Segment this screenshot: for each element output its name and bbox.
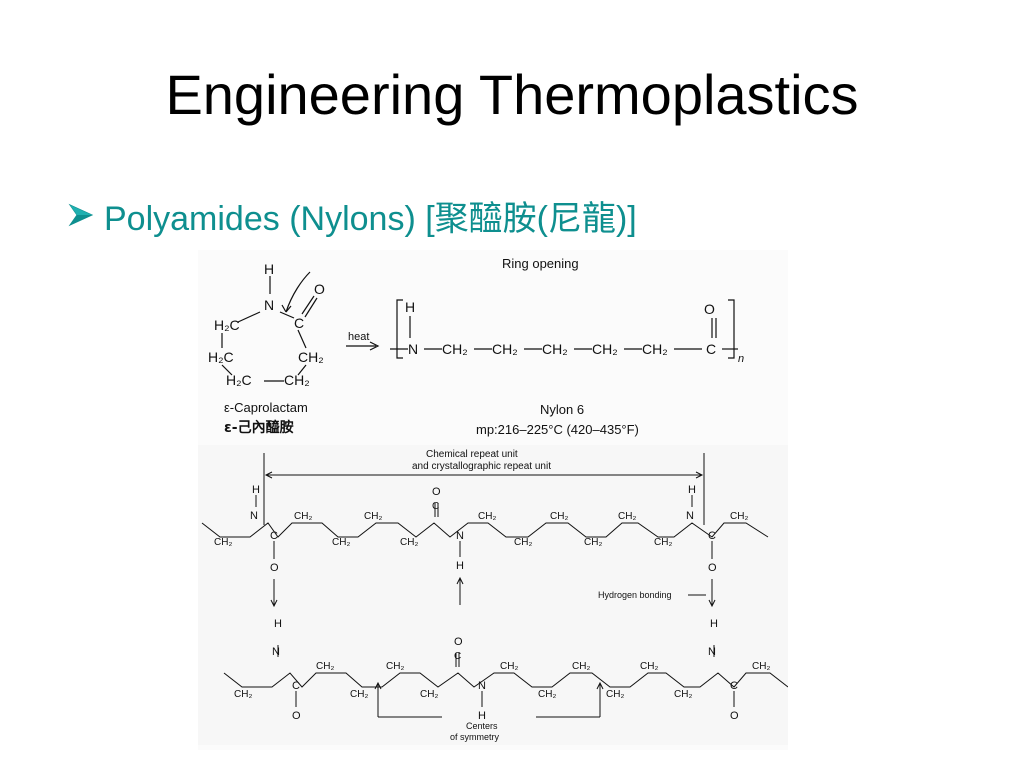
- svg-text:C: C: [432, 501, 439, 512]
- svg-text:H: H: [405, 299, 415, 315]
- svg-text:N: N: [456, 530, 464, 542]
- svg-text:CH₂: CH₂: [420, 689, 438, 700]
- svg-text:H: H: [274, 618, 282, 630]
- arrow-bullet-icon: [68, 203, 94, 227]
- svg-text:CH₂: CH₂: [442, 341, 468, 357]
- svg-text:CH₂: CH₂: [350, 689, 368, 700]
- nylon-structure-figure: Ring opening H N C O H₂C H₂C CH₂ H₂C CH₂…: [198, 250, 788, 750]
- hydrogen-bonding-diagram: Chemical repeat unit and crystallographi…: [201, 449, 788, 742]
- svg-text:CH₂: CH₂: [606, 689, 624, 700]
- svg-text:N: N: [408, 341, 418, 357]
- svg-text:C: C: [270, 530, 278, 542]
- svg-text:CH₂: CH₂: [550, 511, 568, 522]
- product-name: Nylon 6: [540, 402, 584, 417]
- svg-text:CH₂: CH₂: [298, 349, 324, 365]
- svg-text:C: C: [730, 680, 738, 692]
- svg-text:C: C: [294, 315, 304, 331]
- svg-text:O: O: [708, 562, 717, 574]
- svg-text:CH₂: CH₂: [730, 511, 748, 522]
- svg-text:CH₂: CH₂: [674, 689, 692, 700]
- ring-opening-label: Ring opening: [502, 256, 579, 271]
- heat-label: heat: [348, 331, 369, 343]
- svg-text:O: O: [314, 281, 325, 297]
- reactant-name: ε-Caprolactam: [224, 400, 308, 415]
- bullet-text: Polyamides (Nylons) [聚醯胺(尼龍)]: [104, 199, 637, 238]
- bullet-item: Polyamides (Nylons) [聚醯胺(尼龍)]: [66, 190, 637, 240]
- svg-text:CH₂: CH₂: [592, 341, 618, 357]
- svg-text:N: N: [272, 646, 280, 658]
- svg-text:CH₂: CH₂: [400, 537, 418, 548]
- svg-text:CH₂: CH₂: [214, 537, 232, 548]
- hydrogen-bonding-label: Hydrogen bonding: [598, 590, 672, 600]
- repeat-unit-label-1: Chemical repeat unit: [426, 449, 518, 460]
- svg-text:N: N: [708, 646, 716, 658]
- svg-text:O: O: [432, 486, 441, 498]
- svg-text:N: N: [264, 297, 274, 313]
- svg-text:CH₂: CH₂: [234, 689, 252, 700]
- svg-text:CH₂: CH₂: [752, 661, 770, 672]
- svg-text:O: O: [292, 710, 301, 722]
- svg-text:C: C: [292, 680, 300, 692]
- product-mp: mp:216–225°C (420–435°F): [476, 422, 639, 437]
- svg-text:CH₂: CH₂: [538, 689, 556, 700]
- svg-text:C: C: [706, 341, 716, 357]
- svg-text:O: O: [704, 301, 715, 317]
- svg-text:H₂C: H₂C: [214, 317, 240, 333]
- svg-text:O: O: [270, 562, 279, 574]
- svg-text:CH₂: CH₂: [640, 661, 658, 672]
- svg-text:CH₂: CH₂: [514, 537, 532, 548]
- svg-text:CH₂: CH₂: [500, 661, 518, 672]
- svg-text:CH₂: CH₂: [654, 537, 672, 548]
- svg-text:H: H: [456, 560, 464, 572]
- repeat-subscript: n: [738, 353, 744, 365]
- reactant-name-cn: ε-己內醯胺: [224, 419, 294, 436]
- svg-text:CH₂: CH₂: [316, 661, 334, 672]
- svg-text:CH₂: CH₂: [294, 511, 312, 522]
- repeat-unit-label-2: and crystallographic repeat unit: [412, 461, 551, 472]
- svg-text:CH₂: CH₂: [492, 341, 518, 357]
- slide-title: Engineering Thermoplastics: [165, 63, 859, 126]
- svg-text:CH₂: CH₂: [584, 537, 602, 548]
- svg-text:H: H: [478, 710, 486, 722]
- svg-text:CH₂: CH₂: [572, 661, 590, 672]
- symmetry-label-1: Centers: [466, 721, 498, 731]
- svg-text:CH₂: CH₂: [386, 661, 404, 672]
- reaction-scheme: Ring opening H N C O H₂C H₂C CH₂ H₂C CH₂…: [208, 256, 744, 437]
- svg-text:CH₂: CH₂: [642, 341, 668, 357]
- svg-text:CH₂: CH₂: [332, 537, 350, 548]
- svg-text:CH₂: CH₂: [284, 372, 310, 388]
- svg-text:O: O: [730, 710, 739, 722]
- svg-text:N: N: [478, 680, 486, 692]
- svg-text:CH₂: CH₂: [364, 511, 382, 522]
- svg-text:C: C: [454, 651, 461, 662]
- svg-text:H₂C: H₂C: [208, 349, 234, 365]
- symmetry-label-2: of symmetry: [450, 732, 500, 742]
- svg-text:CH₂: CH₂: [478, 511, 496, 522]
- svg-text:N: N: [686, 510, 694, 522]
- svg-text:H: H: [252, 484, 260, 496]
- svg-text:O: O: [454, 636, 463, 648]
- svg-text:H: H: [688, 484, 696, 496]
- svg-text:H: H: [264, 261, 274, 277]
- svg-text:N: N: [250, 510, 258, 522]
- svg-text:CH₂: CH₂: [618, 511, 636, 522]
- svg-text:CH₂: CH₂: [542, 341, 568, 357]
- svg-text:C: C: [708, 530, 716, 542]
- svg-text:H: H: [710, 618, 718, 630]
- svg-text:H₂C: H₂C: [226, 372, 252, 388]
